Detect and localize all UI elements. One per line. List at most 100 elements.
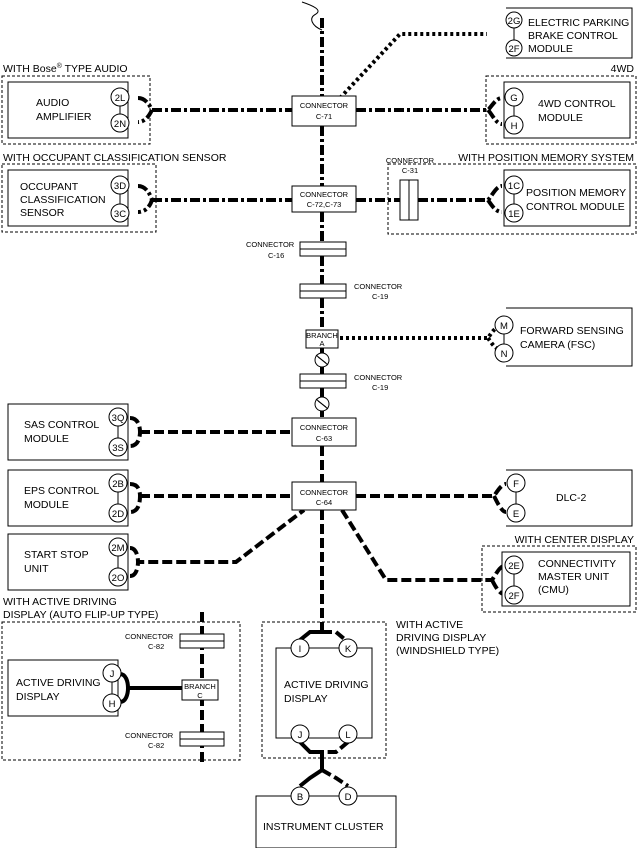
svg-text:H: H [511,121,518,132]
c19a-label: CONNECTOR [354,282,403,291]
wire-audio [137,96,292,124]
wire-eps [129,482,292,514]
c82a-label: CONNECTOR [125,632,174,641]
svg-text:H: H [109,699,116,710]
pm-label: POSITION MEMORY [526,187,626,199]
fourwd-box [503,81,631,139]
svg-text:B: B [297,792,303,803]
c72-box [291,185,357,213]
svg-text:L: L [345,730,350,741]
c64-box [291,481,357,511]
svg-text:C-19: C-19 [372,383,388,392]
svg-text:A: A [319,339,324,348]
svg-text:AMPLIFIER: AMPLIFIER [36,111,92,123]
wire-fsc [340,324,503,352]
svg-text:C-82: C-82 [148,741,164,750]
pins: 2G 2F 2L 2N G H 3D 3C 1C 1E M N 3Q 3S 2B… [102,11,526,806]
svg-text:MODULE: MODULE [528,43,573,55]
svg-text:I: I [299,644,302,655]
svg-text:C-19: C-19 [372,292,388,301]
wire-adf [119,672,184,704]
fourwd-label: 4WD CONTROL [538,98,616,110]
fsc-box [506,307,633,367]
epb-box [506,7,633,59]
svg-text:2D: 2D [112,509,124,520]
svg-text:2O: 2O [112,573,125,584]
svg-text:DISPLAY (AUTO FLIP-UP TYPE): DISPLAY (AUTO FLIP-UP TYPE) [3,609,158,621]
sas-label: SAS CONTROL [24,419,99,431]
wires [119,1,507,788]
c64-label: CONNECTOR [300,488,349,497]
svg-text:C: C [197,691,203,700]
adw-heading: WITH ACTIVE [396,619,463,631]
wire-sas [129,416,292,448]
svg-text:SENSOR: SENSOR [20,207,65,219]
svg-text:MASTER UNIT: MASTER UNIT [538,571,610,583]
dlc-box [506,469,633,527]
svg-text:2N: 2N [114,119,126,130]
ic-label: INSTRUMENT CLUSTER [263,821,384,833]
ocs-box [7,169,129,227]
c71-label: CONNECTOR [300,101,349,110]
ssu-label: START STOP [24,549,89,561]
pm-heading: WITH POSITION MEMORY SYSTEM [458,152,634,164]
svg-text:C-16: C-16 [268,251,284,260]
wire-adw-bottom-dash [321,740,350,788]
svg-text:(WINDSHIELD TYPE): (WINDSHIELD TYPE) [396,645,499,657]
svg-text:J: J [298,730,303,741]
svg-text:E: E [513,509,519,520]
audio-box [7,81,129,139]
wire-adw-top [298,624,324,642]
svg-text:CAMERA (FSC): CAMERA (FSC) [520,339,595,351]
svg-text:1E: 1E [508,209,520,220]
svg-text:CLASSIFICATION: CLASSIFICATION [20,194,106,206]
svg-text:3C: 3C [114,209,126,220]
cd-heading: WITH CENTER DISPLAY [515,534,634,546]
adf-heading: WITH ACTIVE DRIVING [3,596,117,608]
eps-label: EPS CONTROL [24,485,99,497]
svg-text:D: D [345,792,352,803]
c19b-label: CONNECTOR [354,373,403,382]
svg-text:C-71: C-71 [316,112,332,121]
ocs-heading: WITH OCCUPANT CLASSIFICATION SENSOR [3,152,227,164]
bose-heading: WITH Bose® TYPE AUDIO [3,62,128,75]
svg-text:2E: 2E [508,561,520,572]
svg-text:2F: 2F [508,591,519,602]
wire-adw-bottom [298,740,324,788]
eps-box [7,469,129,527]
svg-text:1C: 1C [508,181,520,192]
brancha-label: BRANCH [306,331,338,340]
wire-adw-top-dash [322,630,350,644]
group-headings: WITH Bose® TYPE AUDIO 4WD WITH OCCUPANT … [3,62,634,657]
option-groups [1,75,637,761]
svg-text:3Q: 3Q [112,413,125,424]
c63-box [291,417,357,447]
svg-text:BRAKE CONTROL: BRAKE CONTROL [528,30,618,42]
adf-label: ACTIVE DRIVING [16,677,101,689]
c31-label: CONNECTOR [386,156,435,165]
svg-text:DISPLAY: DISPLAY [284,693,328,705]
svg-text:C-82: C-82 [148,642,164,651]
modules: ELECTRIC PARKING BRAKE CONTROL MODULE AU… [7,7,633,849]
svg-text:C-72,C-73: C-72,C-73 [307,200,342,209]
group-4wd [485,75,637,145]
wire-ocs [137,184,292,214]
wire-epb [338,32,487,100]
svg-text:C-64: C-64 [316,498,332,507]
svg-text:F: F [513,479,519,490]
svg-text:MODULE: MODULE [24,433,69,445]
group-ocs [1,163,157,233]
ic-box [255,795,397,849]
ssu-box [7,533,129,591]
svg-text:M: M [500,321,508,332]
svg-text:G: G [510,93,517,104]
branchc-label: BRANCH [184,682,216,691]
svg-text:J: J [110,669,115,680]
wire-ssu [129,508,306,578]
wire-dlc [356,482,507,514]
svg-text:2F: 2F [508,44,519,55]
trunk-wave [301,1,323,31]
svg-text:2M: 2M [111,543,124,554]
svg-text:K: K [345,644,352,655]
